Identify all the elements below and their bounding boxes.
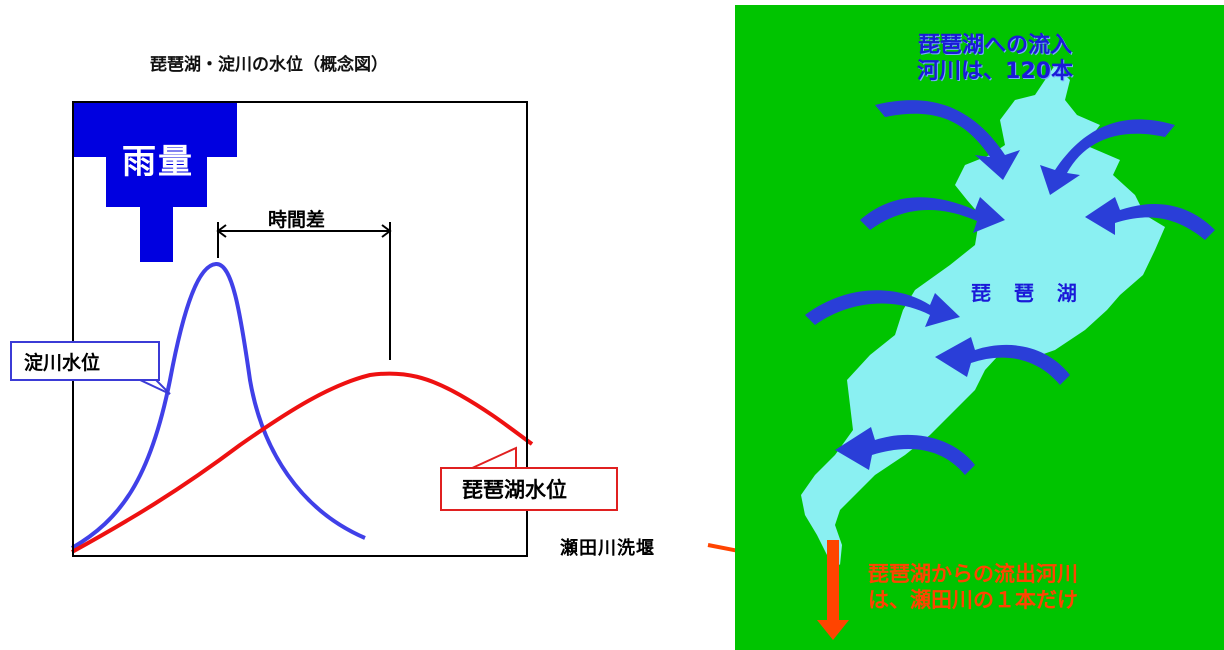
lake-map-graphic [801, 65, 1215, 640]
inflow-arrow-icon [935, 337, 1070, 385]
inflow-line-1: 琵琶湖への流入 [917, 33, 1072, 58]
yodo-level-curve [70, 262, 366, 550]
inflow-line-2: 河川は、120本 [917, 59, 1073, 84]
inflow-arrow-icon [875, 100, 1020, 180]
diagram-title: 琵琶湖・淀川の水位（概念図） [150, 55, 388, 75]
yodo-level-label: 淀川水位 [24, 351, 101, 374]
water-level-diagram [70, 101, 735, 554]
outflow-line-1: 琵琶湖からの流出河川 [868, 562, 1078, 586]
inflow-arrow-icon [1040, 119, 1175, 195]
inflow-arrow-icon [835, 427, 975, 475]
biwa-level-callout: 琵琶湖水位 [440, 467, 618, 511]
plot-frame [72, 101, 528, 557]
inflow-arrow-icon [860, 197, 1005, 233]
time-difference-bracket [216, 222, 392, 360]
lake-biwa-map: 琵琶湖への流入 河川は、120本 琵 琶 湖 琵琶湖からの流出河川 は、瀬田川の… [735, 5, 1224, 650]
time-difference-label: 時間差 [268, 209, 326, 231]
seta-weir-label: 瀬田川洗堰 [560, 538, 655, 559]
biwa-callout-pointer [469, 446, 517, 470]
biwa-level-curve [71, 371, 534, 554]
lake-name-label: 琵 琶 湖 [971, 281, 1085, 305]
yodo-level-callout: 淀川水位 [10, 341, 160, 381]
inflow-arrow-icon [1085, 197, 1215, 240]
outflow-arrow-icon [817, 540, 849, 640]
outflow-line-2: は、瀬田川の１本だけ [868, 588, 1078, 612]
outflow-river-text: 琵琶湖からの流出河川 は、瀬田川の１本だけ [868, 561, 1078, 613]
rainfall-bars [72, 101, 237, 262]
inflow-arrow-icon [805, 290, 960, 327]
weir-pointer [707, 543, 735, 553]
biwa-level-label: 琵琶湖水位 [462, 478, 567, 502]
rainfall-label: 雨量 [122, 142, 194, 182]
inflow-rivers-text: 琵琶湖への流入 河川は、120本 [845, 33, 1145, 85]
inflow-arrows [805, 100, 1215, 475]
